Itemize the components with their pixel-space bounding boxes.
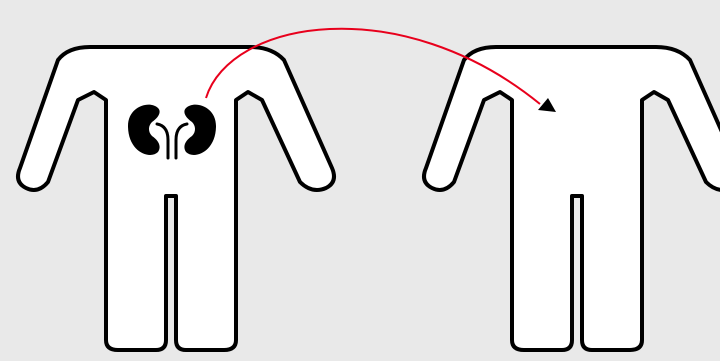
diagram: [0, 0, 720, 361]
